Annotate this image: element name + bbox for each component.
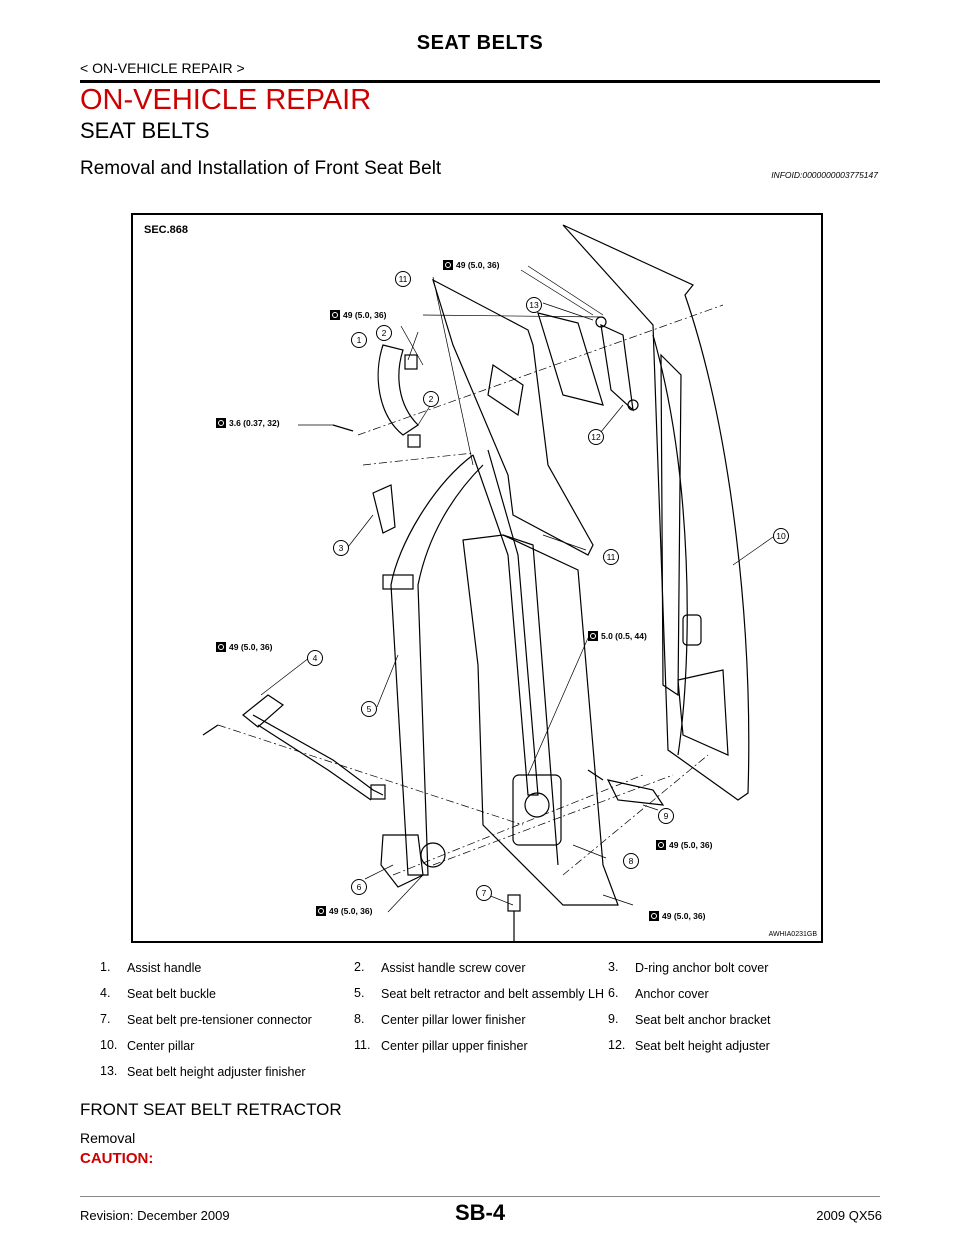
section-heading: ON-VEHICLE REPAIR bbox=[80, 84, 372, 116]
revision-date: Revision: December 2009 bbox=[80, 1208, 230, 1223]
callout-2: 2 bbox=[376, 325, 392, 341]
torque-spec-handle: 3.6 (0.37, 32) bbox=[216, 418, 280, 428]
torque-spec-lower: 49 (5.0, 36) bbox=[316, 906, 372, 916]
height-adjuster-shape bbox=[600, 323, 634, 412]
torque-wrench-icon bbox=[656, 840, 666, 850]
callout-9: 9 bbox=[658, 808, 674, 824]
callout-8: 8 bbox=[623, 853, 639, 869]
legend-item: 6.Anchor cover bbox=[608, 986, 709, 1001]
legend-item: 1.Assist handle bbox=[100, 960, 202, 975]
legend-item: 4.Seat belt buckle bbox=[100, 986, 216, 1001]
retractor-body bbox=[512, 774, 562, 846]
torque-spec-upper: 49 (5.0, 36) bbox=[330, 310, 386, 320]
seat-belt-exploded-diagram: SEC.868 AWHIA0231GB 49 (5.0, 36) 49 (5.0… bbox=[131, 213, 823, 943]
adjuster-finisher-shape bbox=[537, 312, 604, 406]
figure-id: AWHIA0231GB bbox=[768, 931, 817, 938]
torque-wrench-icon bbox=[216, 418, 226, 428]
section-code: SEC.868 bbox=[144, 224, 189, 236]
torque-spec-bracket: 49 (5.0, 36) bbox=[656, 840, 712, 850]
legend-item: 10.Center pillar bbox=[100, 1038, 195, 1053]
torque-wrench-icon bbox=[443, 260, 453, 270]
page-header-title: SEAT BELTS bbox=[416, 32, 544, 54]
header-divider bbox=[80, 80, 880, 83]
torque-wrench-icon bbox=[316, 906, 326, 916]
seat-belt-webbing bbox=[390, 454, 484, 876]
legend-item: 3. D-ring anchor bolt cover bbox=[608, 960, 769, 975]
torque-wrench-icon bbox=[216, 642, 226, 652]
torque-wrench-icon bbox=[330, 310, 340, 320]
legend-item: 12.Seat belt height adjuster bbox=[608, 1038, 770, 1053]
breadcrumb: < ON-VEHICLE REPAIR > bbox=[80, 60, 245, 76]
legend-row: 13.Seat belt height adjuster finisher bbox=[100, 1064, 890, 1080]
topic-heading: Removal and Installation of Front Seat B… bbox=[80, 158, 442, 179]
center-pillar-shape bbox=[562, 224, 750, 801]
legend-item: 2.Assist handle screw cover bbox=[354, 960, 526, 975]
info-id: INFOID:0000000003775147 bbox=[771, 170, 878, 180]
legend-item: 9.Seat belt anchor bracket bbox=[608, 1012, 771, 1027]
callout-5: 5 bbox=[361, 701, 377, 717]
callout-2b: 2 bbox=[423, 391, 439, 407]
removal-label: Removal bbox=[80, 1130, 136, 1146]
callout-4: 4 bbox=[307, 650, 323, 666]
legend-row: 7.Seat belt pre-tensioner connector 8.Ce… bbox=[100, 1012, 890, 1028]
page-number: SB-4 bbox=[454, 1200, 506, 1225]
callout-13: 13 bbox=[526, 297, 542, 313]
legend-row: 10.Center pillar 11.Center pillar upper … bbox=[100, 1038, 890, 1054]
callout-6: 6 bbox=[351, 879, 367, 895]
callout-7: 7 bbox=[476, 885, 492, 901]
torque-spec-buckle: 49 (5.0, 36) bbox=[216, 642, 272, 652]
torque-spec-top: 49 (5.0, 36) bbox=[443, 260, 499, 270]
assist-handle-shape bbox=[377, 344, 419, 436]
torque-spec-anchor: 49 (5.0, 36) bbox=[649, 911, 705, 921]
model-year: 2009 QX56 bbox=[816, 1208, 882, 1223]
torque-wrench-icon bbox=[588, 631, 598, 641]
torque-wrench-icon bbox=[649, 911, 659, 921]
caution-label: CAUTION: bbox=[80, 1150, 154, 1167]
callout-3: 3 bbox=[333, 540, 349, 556]
torque-spec-retractor: 5.0 (0.5, 44) bbox=[588, 631, 647, 641]
buckle-shape bbox=[242, 694, 284, 728]
anchor-cover-shape bbox=[380, 834, 424, 888]
connector-shape bbox=[507, 894, 521, 912]
legend-row: 1.Assist handle 2.Assist handle screw co… bbox=[100, 960, 890, 976]
upper-finisher-shape bbox=[432, 278, 594, 556]
legend-item: 5.Seat belt retractor and belt assembly … bbox=[354, 986, 605, 1001]
lower-finisher-shape bbox=[462, 534, 619, 906]
callout-1: 1 bbox=[351, 332, 367, 348]
legend-item: 13.Seat belt height adjuster finisher bbox=[100, 1064, 306, 1079]
legend-item: 11.Center pillar upper finisher bbox=[354, 1038, 528, 1053]
d-ring-cover-shape bbox=[372, 484, 396, 534]
legend-row: 4.Seat belt buckle 5.Seat belt retractor… bbox=[100, 986, 890, 1002]
footer-divider bbox=[80, 1196, 880, 1197]
legend-item: 7.Seat belt pre-tensioner connector bbox=[100, 1012, 312, 1027]
callout-11: 11 bbox=[395, 271, 411, 287]
section-subheading: SEAT BELTS bbox=[80, 118, 210, 143]
diagram-drawing bbox=[202, 224, 774, 941]
legend-item: 8.Center pillar lower finisher bbox=[354, 1012, 526, 1027]
parts-legend: 1.Assist handle 2.Assist handle screw co… bbox=[100, 960, 890, 1090]
anchor-bracket-shape bbox=[606, 779, 665, 806]
callout-12: 12 bbox=[588, 429, 604, 445]
subsection-heading: FRONT SEAT BELT RETRACTOR bbox=[80, 1100, 342, 1119]
callout-11b: 11 bbox=[603, 549, 619, 565]
callout-10: 10 bbox=[773, 528, 789, 544]
